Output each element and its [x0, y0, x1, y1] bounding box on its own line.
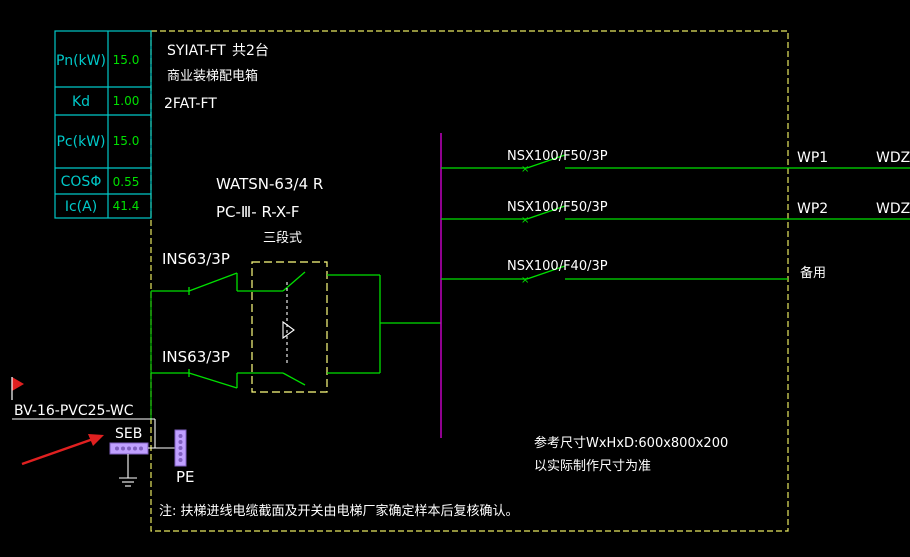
incomer-1-label: INS63/3P	[162, 250, 230, 268]
ats-mode: 三段式	[263, 231, 302, 246]
seb-terminal-bar	[109, 442, 149, 455]
footer-note: 注: 扶梯进线电缆截面及开关由电梯厂家确定样本后复核确认。	[159, 503, 519, 519]
circuit-2-label: WP2	[797, 201, 828, 217]
parameter-table	[54, 30, 152, 219]
table-label-ic: Ic(A)	[65, 199, 97, 215]
pe-terminal-bar	[174, 429, 187, 467]
outgoing-circuit-1	[441, 154, 910, 169]
pe-label: PE	[176, 468, 195, 486]
ats-contacts	[263, 271, 441, 386]
table-value-ic: 41.4	[113, 199, 140, 213]
ats-type: PC-Ⅲ- R-X-F	[216, 203, 300, 221]
red-flag-icon	[11, 377, 24, 400]
seb-label: SEB	[115, 426, 142, 442]
table-label-pn: Pn(kW)	[56, 53, 106, 69]
panel-name: 商业装梯配电箱	[167, 68, 258, 84]
table-label-cos: COSΦ	[61, 174, 102, 190]
svg-text:×: ×	[521, 275, 529, 286]
table-value-kd: 1.00	[113, 94, 140, 108]
grounding-cable-label: BV-16-PVC25-WC	[14, 403, 134, 419]
panel-model: SYIAT-FT	[167, 43, 226, 59]
table-value-pn: 15.0	[113, 53, 140, 67]
table-label-kd: Kd	[72, 94, 90, 110]
circuit-3-label: 备用	[800, 265, 826, 281]
ats-switch-box	[251, 261, 328, 393]
incomer-1-switch	[151, 272, 263, 295]
ats-model: WATSN-63/4 R	[216, 175, 323, 193]
table-value-cos: 0.55	[113, 175, 140, 189]
cable-1-label: WDZ-	[876, 150, 910, 166]
ground-symbol-icon	[119, 454, 137, 487]
dimensions-note: 参考尺寸WxHxD:600x800x200	[534, 435, 728, 451]
svg-text:×: ×	[521, 215, 529, 226]
incomer-2-label: INS63/3P	[162, 348, 230, 366]
breaker-1-label: NSX100/F50/3P	[507, 149, 608, 164]
panel-floor-code: 2FAT-FT	[164, 96, 217, 112]
table-label-pc: Pc(kW)	[56, 134, 105, 150]
breaker-trip-marks: × × ×	[521, 164, 529, 286]
dimensions-subnote: 以实际制作尺寸为准	[534, 459, 651, 474]
outgoing-circuit-3	[441, 265, 788, 280]
circuit-1-label: WP1	[797, 150, 828, 166]
breaker-2-label: NSX100/F50/3P	[507, 200, 608, 215]
red-arrow-icon	[21, 434, 104, 466]
outgoing-circuit-2	[441, 205, 910, 220]
svg-text:×: ×	[521, 164, 529, 175]
incomer-2-switch	[151, 369, 263, 389]
breaker-3-label: NSX100/F40/3P	[507, 259, 608, 274]
distribution-box-outline	[150, 30, 789, 532]
ats-mechanism	[282, 282, 295, 365]
cable-2-label: WDZ-	[876, 201, 910, 217]
table-value-pc: 15.0	[113, 134, 140, 148]
panel-count: 共2台	[232, 43, 269, 59]
